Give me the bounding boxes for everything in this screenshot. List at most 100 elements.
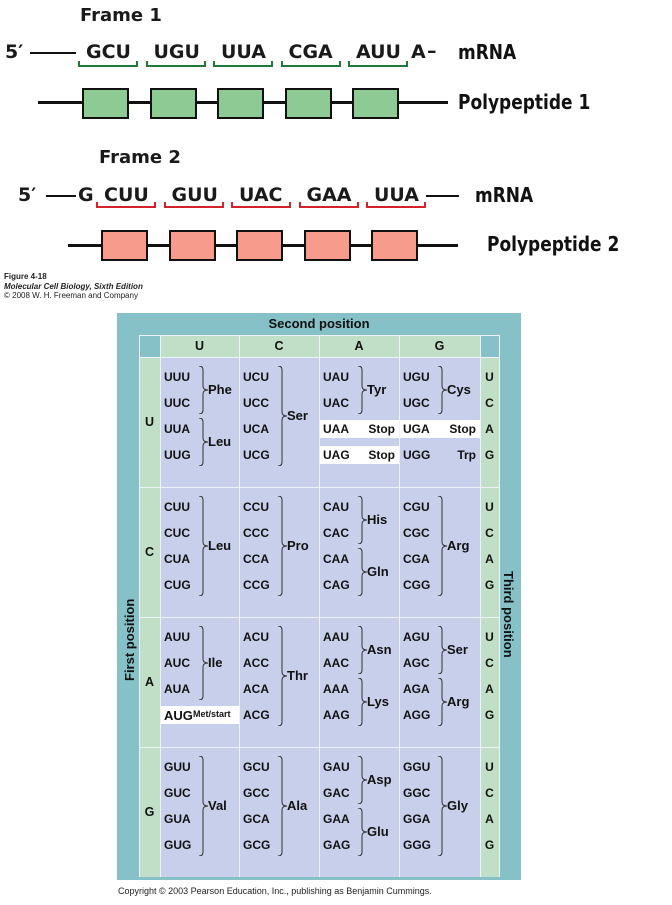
frame1-mrna-leader-line <box>30 52 76 54</box>
codon: CCA <box>243 552 269 566</box>
curly-brace-icon <box>357 756 368 804</box>
amino-acid-label: Arg <box>447 538 470 553</box>
corner-cell <box>480 335 499 357</box>
amino-acid-label: Tyr <box>367 382 387 397</box>
third-base-label: U <box>485 500 494 514</box>
codon: ACU <box>243 630 269 644</box>
frame1-trailing-dash: – <box>427 40 437 62</box>
polypeptide1-label: Polypeptide 1 <box>458 90 591 114</box>
corner-cell <box>139 335 160 357</box>
frame2-amino-acid-residue <box>168 230 216 261</box>
third-base-label: U <box>485 760 494 774</box>
curly-brace-icon <box>277 756 288 856</box>
frame1-amino-acid-residue <box>352 88 399 119</box>
codon: UGU <box>403 370 430 384</box>
codon: CAG <box>323 578 350 592</box>
third-base-label: G <box>484 708 495 722</box>
polypeptide2-label: Polypeptide 2 <box>487 232 620 256</box>
frame2-leading-base: G <box>78 184 94 206</box>
frame1-codon: GCU <box>86 41 131 63</box>
amino-acid-label: Phe <box>208 382 232 397</box>
frame2-codon-bracket <box>96 202 156 208</box>
grid-line <box>399 335 400 877</box>
codon: GUU <box>164 760 191 774</box>
codon: GCC <box>243 786 270 800</box>
third-base-label: C <box>485 656 494 670</box>
codon: AUC <box>164 656 190 670</box>
curly-brace-icon <box>357 496 368 544</box>
frame1-codon: CGA <box>288 41 333 63</box>
amino-acid-label: Ile <box>208 655 223 670</box>
frame2-amino-acid-residue <box>236 230 283 261</box>
grid-line <box>139 617 499 618</box>
codon: UAG <box>323 448 350 462</box>
frame1-codon-bracket <box>78 61 138 67</box>
curly-brace-icon <box>357 548 368 596</box>
codon: UUU <box>164 370 190 384</box>
curly-brace-icon <box>357 626 368 674</box>
codon: CCG <box>243 578 270 592</box>
frame1-title: Frame 1 <box>80 5 162 26</box>
copyright-notice: Copyright © 2003 Pearson Education, Inc.… <box>118 886 432 896</box>
amino-acid-label: Glu <box>367 824 389 839</box>
codon: CGA <box>403 552 430 566</box>
codon: GUG <box>164 838 192 852</box>
codon: CAA <box>323 552 349 566</box>
frame1-codon-bracket <box>213 61 273 67</box>
third-base-label: A <box>485 812 494 826</box>
codon: GAG <box>323 838 351 852</box>
stop-codon-label: Stop <box>368 422 395 436</box>
frame2-codon-bracket <box>366 202 426 208</box>
frame2-title: Frame 2 <box>99 147 181 168</box>
highlight-strip <box>319 420 399 438</box>
codon: AAU <box>323 630 349 644</box>
frame1-trailing-base: A <box>411 41 426 63</box>
codon: AUG <box>164 708 193 723</box>
curly-brace-icon <box>357 678 368 726</box>
amino-acid-label: Ala <box>287 798 308 813</box>
third-base-label: A <box>485 552 494 566</box>
codon: GCA <box>243 812 270 826</box>
curly-brace-icon <box>277 626 288 726</box>
frame1-amino-acid-residue <box>149 88 197 119</box>
grid-line <box>499 335 500 877</box>
codon: CAC <box>323 526 349 540</box>
frame2-five-prime: 5′ <box>18 184 37 206</box>
curly-brace-icon <box>198 626 209 700</box>
third-base-label: C <box>485 526 494 540</box>
amino-acid-label: Gln <box>367 564 389 579</box>
amino-acid-label: Ser <box>447 642 468 657</box>
second-base-header: A <box>319 335 399 357</box>
second-base-header: G <box>399 335 480 357</box>
codon: CCC <box>243 526 269 540</box>
codon: UAU <box>323 370 349 384</box>
codon: UCU <box>243 370 269 384</box>
codon: UGG <box>403 448 431 462</box>
frame2-codon: UAC <box>239 184 283 206</box>
stop-codon-label: Stop <box>368 448 395 462</box>
amino-acid-label: Asp <box>367 772 392 787</box>
codon: AAG <box>323 708 350 722</box>
second-base-header: U <box>160 335 239 357</box>
frame1-codon-bracket <box>348 61 408 67</box>
codon: GCU <box>243 760 270 774</box>
codon: UCG <box>243 448 270 462</box>
frame2-amino-acid-residue <box>101 230 148 261</box>
third-base-label: G <box>484 578 495 592</box>
grid-line <box>239 335 240 877</box>
third-base-label: U <box>485 370 494 384</box>
figure-number: Figure 4-18 <box>4 272 47 281</box>
codon: CUA <box>164 552 190 566</box>
publisher-credit: © 2008 W. H. Freeman and Company <box>4 291 138 300</box>
codon: UUC <box>164 396 190 410</box>
